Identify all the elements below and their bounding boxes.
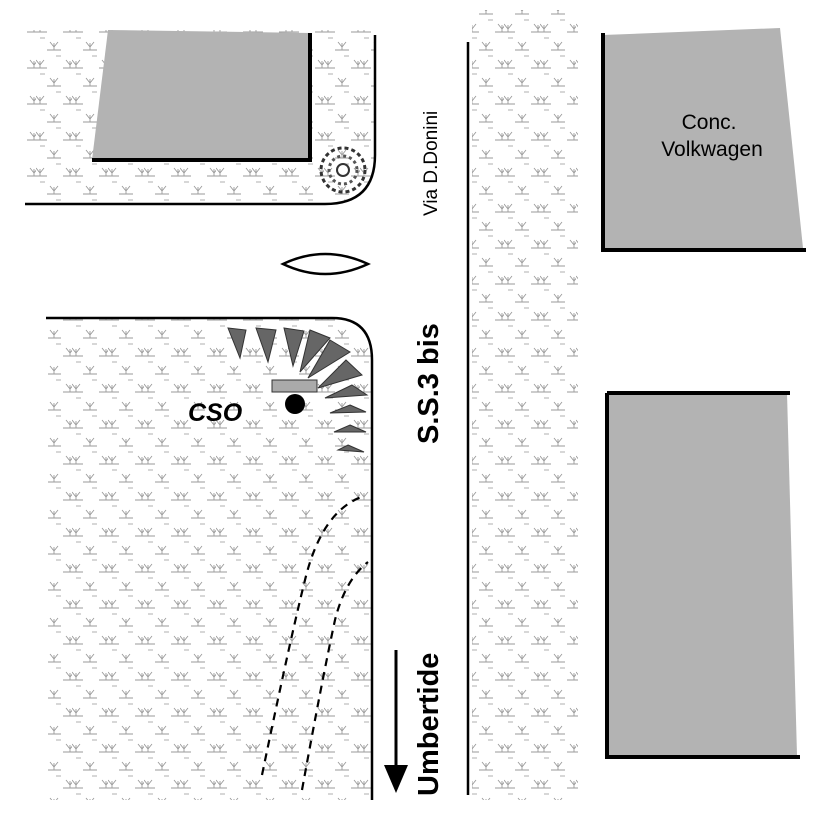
building-nw <box>92 30 312 162</box>
road-label-ss3bis: S.S.3 bis <box>413 323 445 444</box>
arrow-down-icon <box>384 650 408 793</box>
dealer-label: Conc. Volkwagen <box>661 111 763 161</box>
road-edges <box>25 35 470 800</box>
black-dot-icon <box>285 394 305 414</box>
curb-sw <box>46 316 374 800</box>
traffic-island <box>280 252 371 276</box>
spiky-hedge-icon <box>227 327 369 453</box>
shrub-icon <box>319 146 367 194</box>
grass-area-sw <box>48 318 372 800</box>
dashed-lane-lines <box>260 494 369 791</box>
building-dealer <box>601 28 806 252</box>
cso-marker <box>271 379 318 414</box>
cso-label: CSO <box>188 399 243 427</box>
direction-label-umbertide: Umbertide <box>413 653 445 796</box>
grass-area-east <box>472 10 578 800</box>
street-label-donini: Via D.Donini <box>421 111 442 216</box>
cso-cabinet <box>271 379 318 393</box>
curb-nw <box>25 35 377 206</box>
building-se <box>605 391 800 759</box>
